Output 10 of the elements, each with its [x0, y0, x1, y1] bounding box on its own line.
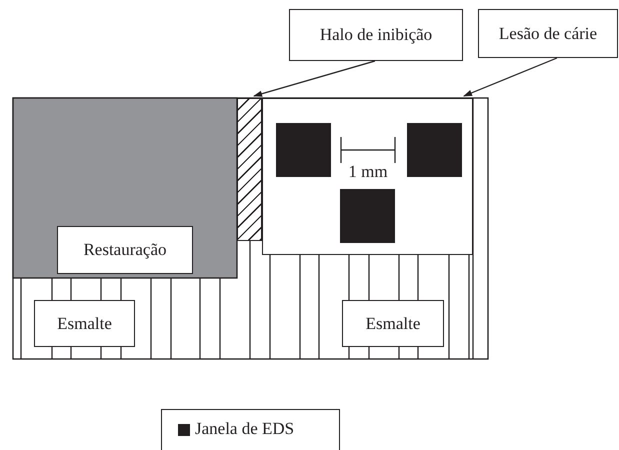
scale-label: 1 mm — [347, 162, 389, 182]
label-box: Halo de inibição — [289, 9, 463, 61]
label-box: Restauração — [57, 226, 193, 274]
label-box: Lesão de cárie — [478, 9, 618, 58]
legend-text: Janela de EDS — [195, 419, 294, 439]
hatched-halo-region — [237, 98, 262, 241]
arrow — [253, 60, 376, 97]
label-box: Esmalte — [34, 300, 135, 347]
label-box: Esmalte — [342, 300, 444, 347]
arrow — [463, 57, 558, 97]
